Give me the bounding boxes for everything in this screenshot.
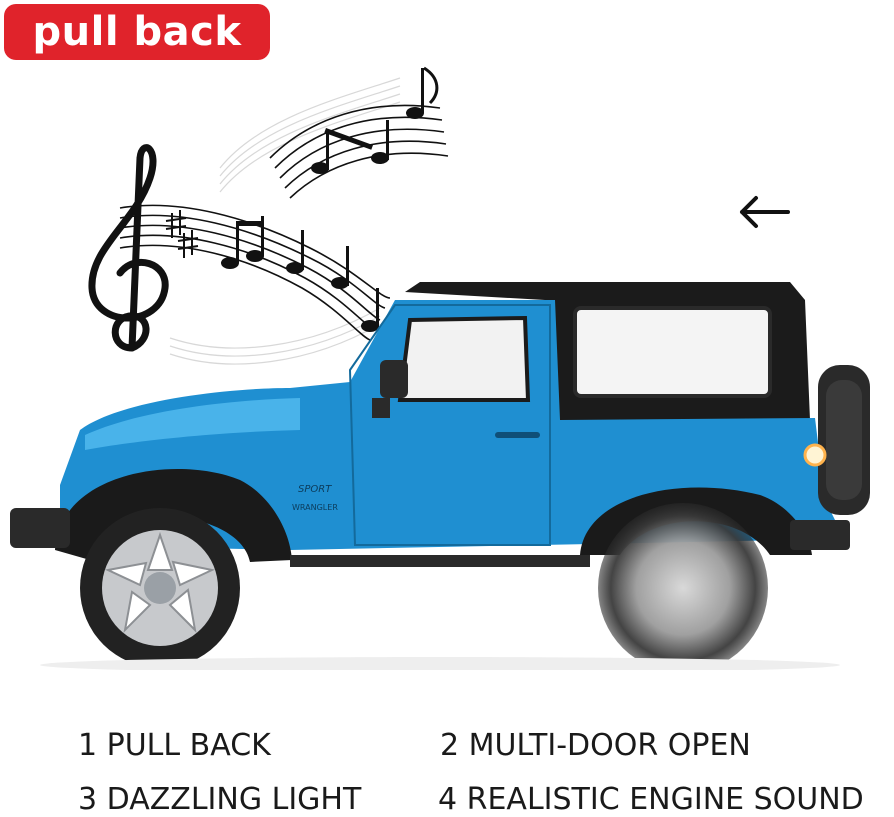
left-arrow-icon (740, 196, 790, 228)
pull-back-badge: pull back (4, 4, 270, 60)
feature-dazzling-light: 3 DAZZLING LIGHT (78, 782, 362, 817)
feature-pull-back: 1 PULL BACK (78, 728, 271, 763)
feature-list: 1 PULL BACK 2 MULTI-DOOR OPEN 3 DAZZLING… (0, 720, 894, 817)
music-notes-icon (88, 66, 449, 365)
pull-back-label: pull back (32, 9, 242, 55)
jeep-car-image: SPORT WRANGLER (10, 282, 870, 670)
sport-badge: SPORT (298, 484, 332, 495)
feature-multi-door-open: 2 MULTI-DOOR OPEN (440, 728, 751, 763)
wrangler-badge: WRANGLER (292, 503, 338, 512)
feature-engine-sound: 4 REALISTIC ENGINE SOUND (438, 782, 864, 817)
